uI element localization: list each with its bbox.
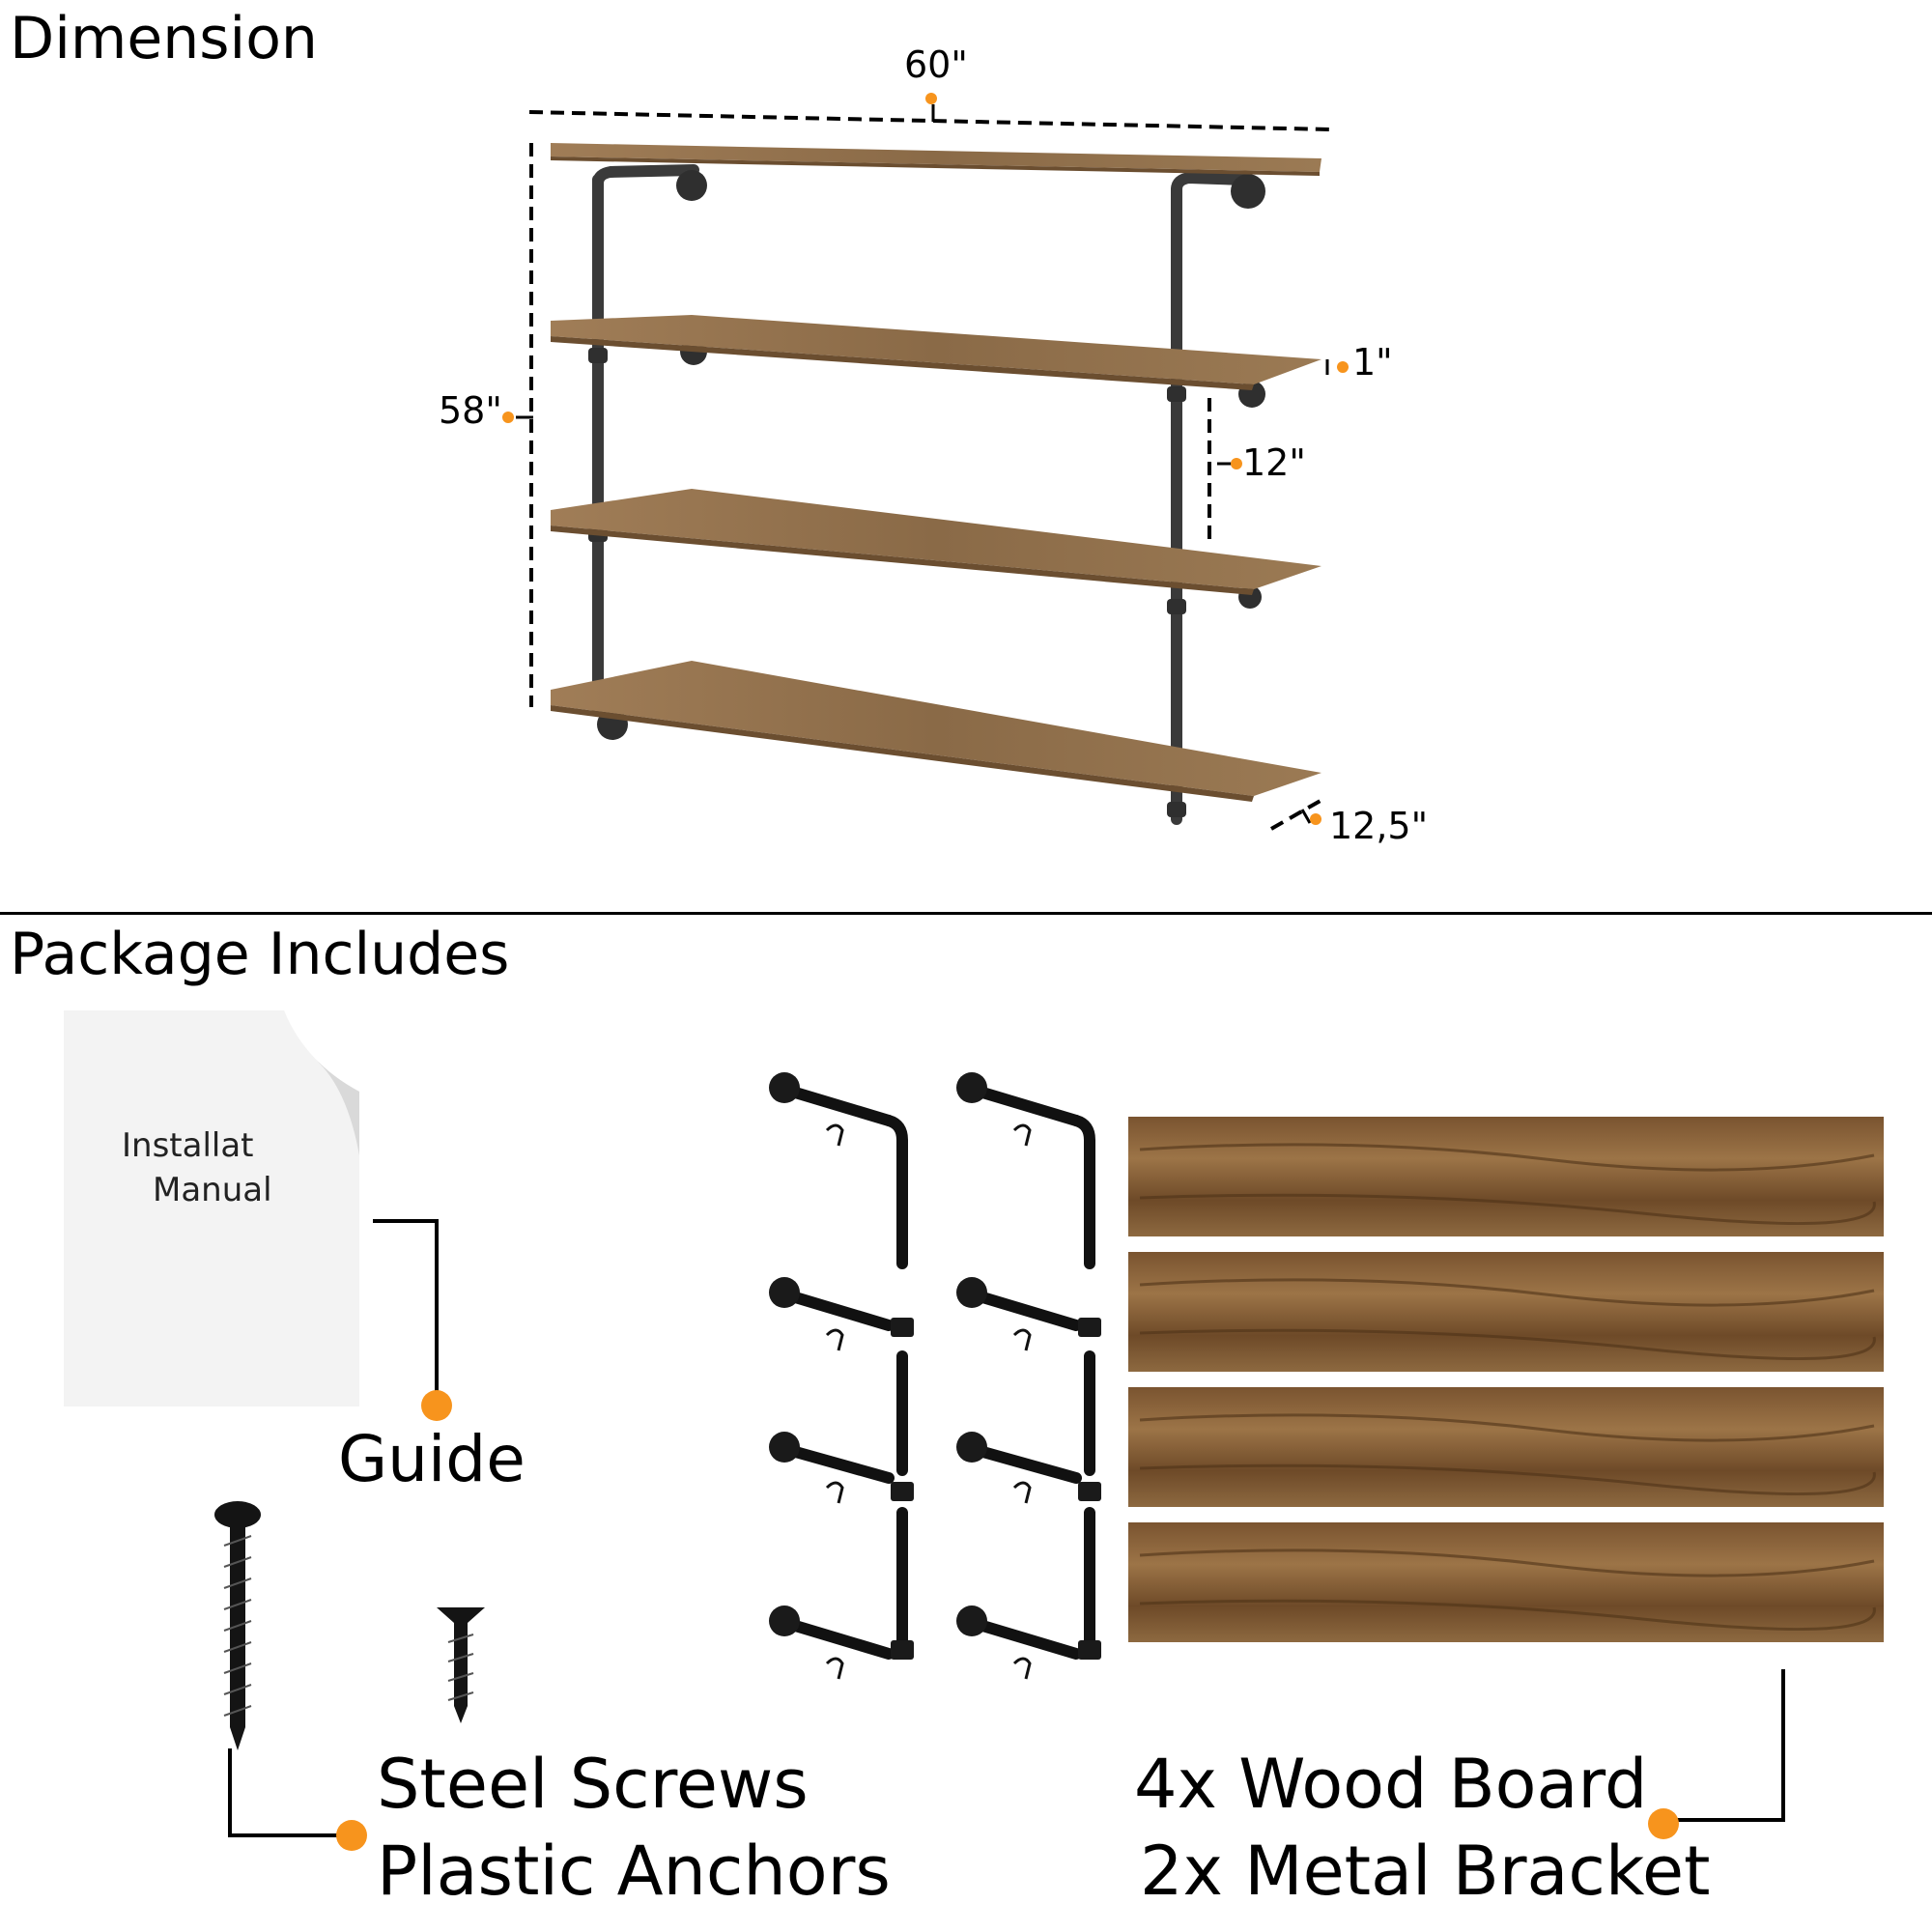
wood-board-3 <box>1128 1387 1884 1507</box>
section-divider <box>0 912 1932 915</box>
connector-lines <box>228 1219 1785 1837</box>
shelf-boards <box>551 143 1321 802</box>
wood-board-2 <box>1128 1252 1884 1372</box>
anchors-label: Plastic Anchors <box>377 1832 891 1911</box>
wood-boards <box>1128 1117 1884 1642</box>
screw-long <box>214 1501 261 1750</box>
guide-label: Guide <box>338 1422 526 1496</box>
spacing-label: 12" <box>1242 441 1306 484</box>
wood-board-4 <box>1128 1522 1884 1642</box>
metal-brackets <box>786 1086 1095 1660</box>
screw-short <box>437 1607 485 1723</box>
manual-title-line2: Manual <box>153 1171 272 1209</box>
brackets-label: 2x Metal Bracket <box>1140 1832 1711 1911</box>
package-heading: Package Includes <box>10 921 510 988</box>
boards-label: 4x Wood Board <box>1134 1745 1648 1824</box>
screws-connector <box>228 1748 348 1837</box>
bracket-left <box>786 1086 908 1660</box>
connector-dots <box>336 1390 1679 1851</box>
manual-title-line1: Installat <box>122 1126 254 1165</box>
thickness-label: 1" <box>1352 341 1393 384</box>
bracket-right <box>974 1086 1095 1660</box>
dimension-lines <box>528 110 1332 831</box>
width-label: 60" <box>904 43 968 86</box>
depth-label: 12,5" <box>1329 805 1429 847</box>
boards-connector <box>1667 1669 1785 1822</box>
wood-board-1 <box>1128 1117 1884 1236</box>
guide-connector <box>373 1219 439 1403</box>
height-label: 58" <box>439 389 502 432</box>
depth-dash-line <box>1270 796 1326 831</box>
screws-label: Steel Screws <box>377 1745 809 1824</box>
dimension-dots <box>502 93 1349 825</box>
manual-sheet <box>64 1010 359 1406</box>
shelf-pipes <box>592 164 1252 825</box>
bracket-hooks <box>825 1123 1032 1680</box>
dimension-heading: Dimension <box>10 5 318 72</box>
width-dash-line <box>528 110 1332 131</box>
bracket-flanges <box>769 1072 1101 1660</box>
